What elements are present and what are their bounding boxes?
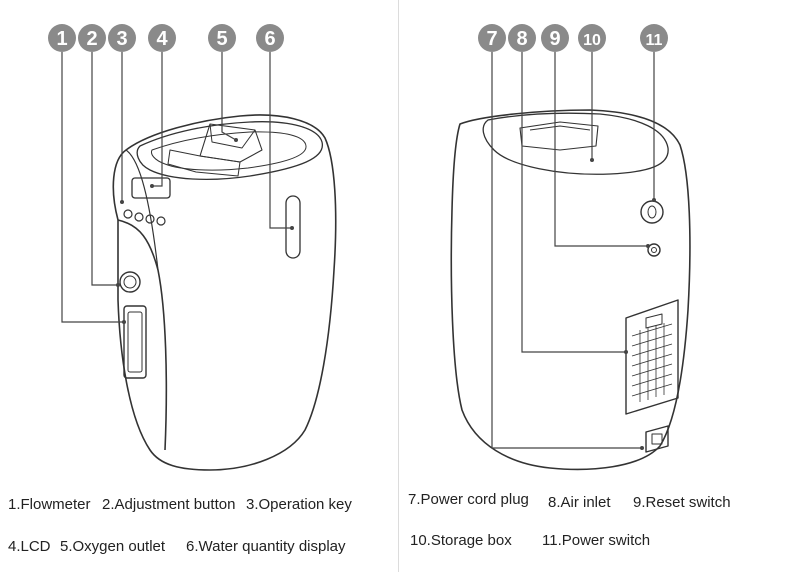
callout-label: 2 <box>86 28 97 50</box>
callout-6: 6 <box>256 24 284 52</box>
callout-5: 5 <box>208 24 236 52</box>
legend-power-switch: 11.Power switch <box>542 532 651 549</box>
callout-10: 10 <box>578 24 606 52</box>
legend-air-inlet: 8.Air inlet <box>548 494 611 511</box>
front-view-device <box>112 114 337 471</box>
legend-adjustment-button: 2.Adjustment button <box>102 496 236 513</box>
callout-11: 11 <box>640 24 668 52</box>
callout-label: 11 <box>646 32 663 49</box>
legend-oxygen-outlet: 5.Oxygen outlet <box>60 538 166 555</box>
legend-operation-key: 3.Operation key <box>246 496 352 513</box>
callout-label: 4 <box>156 28 168 50</box>
legend-water-quantity-display: 6.Water quantity display <box>186 538 346 555</box>
legend-lcd: 4.LCD <box>8 538 51 555</box>
callout-label: 5 <box>216 28 227 50</box>
legend-storage-box: 10.Storage box <box>410 532 512 549</box>
callout-8: 8 <box>508 24 536 52</box>
callout-3: 3 <box>108 24 136 52</box>
legend-reset-switch: 9.Reset switch <box>633 494 731 511</box>
leader-dots <box>116 138 656 450</box>
callout-label: 9 <box>549 28 560 50</box>
callout-label: 6 <box>264 28 275 50</box>
legend-flowmeter: 1.Flowmeter <box>8 496 91 513</box>
callout-2: 2 <box>78 24 106 52</box>
callout-label: 3 <box>116 28 127 50</box>
panel-divider <box>398 0 399 572</box>
callout-4: 4 <box>148 24 176 52</box>
callout-7: 7 <box>478 24 506 52</box>
callout-label: 8 <box>516 28 527 50</box>
callout-label: 1 <box>56 28 67 50</box>
legend-power-cord-plug: 7.Power cord plug <box>408 491 529 508</box>
callout-label: 10 <box>583 32 601 49</box>
callout-label: 7 <box>486 28 497 50</box>
callout-1: 1 <box>48 24 76 52</box>
leader-lines <box>61 52 655 449</box>
back-view-device <box>450 109 691 471</box>
callout-9: 9 <box>541 24 569 52</box>
